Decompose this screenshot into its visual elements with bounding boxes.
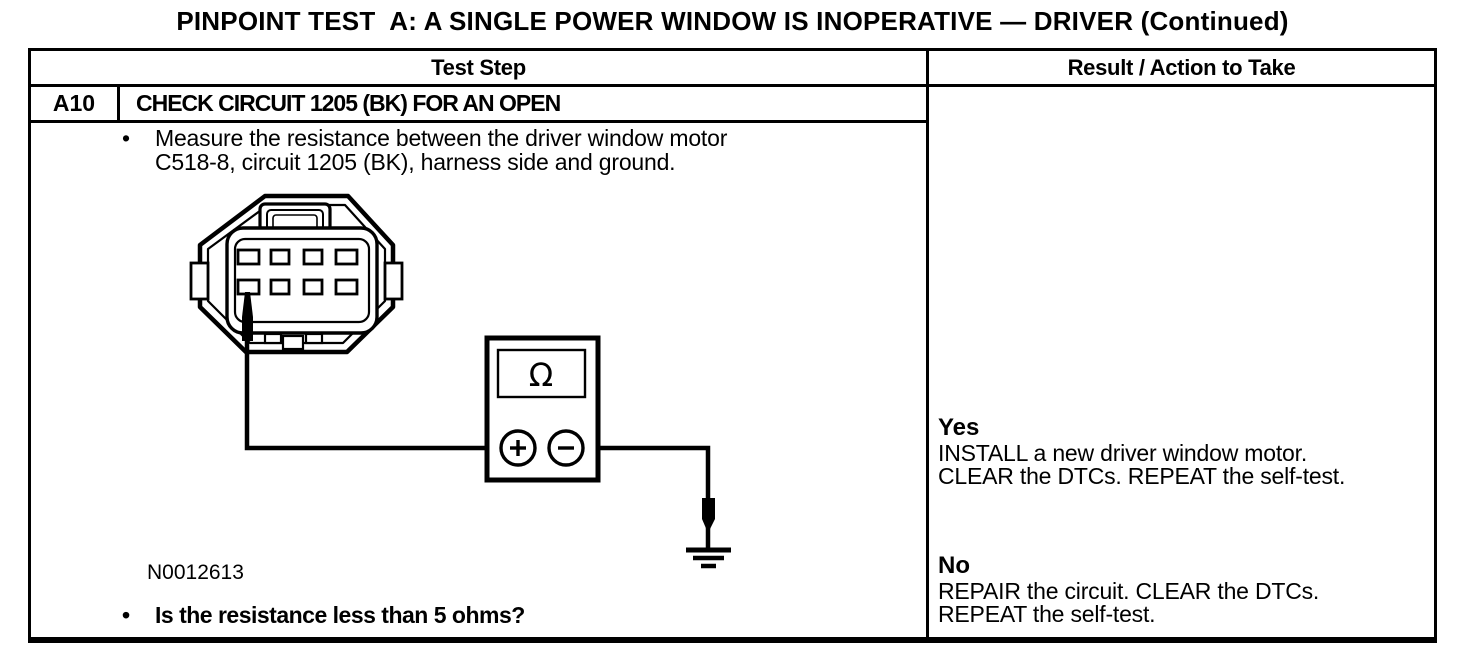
- question-text: Is the resistance less than 5 ohms?: [155, 602, 525, 628]
- step-id-right-rule: [117, 87, 120, 120]
- ohmmeter-icon: Ω: [484, 335, 601, 483]
- no-action-line: REPEAT the self-test.: [938, 601, 1156, 627]
- question-item: • Is the resistance less than 5 ohms?: [122, 603, 822, 627]
- header-bottom-rule: [31, 84, 1434, 87]
- test-probe-icon: [242, 292, 253, 341]
- page-title: PINPOINT TEST A: A SINGLE POWER WINDOW I…: [176, 6, 1289, 36]
- minus-terminal-icon: [547, 429, 585, 467]
- test-step-header: Test Step: [431, 55, 526, 80]
- wiring-diagram: Ω: [189, 193, 731, 569]
- ground-icon: [686, 547, 731, 569]
- no-action-line: REPAIR the circuit. CLEAR the DTCs.: [938, 578, 1320, 604]
- step-heading: CHECK CIRCUIT 1205 (BK) FOR AN OPEN: [136, 90, 561, 116]
- yes-label: Yes: [938, 414, 980, 441]
- connector-pins: [236, 248, 359, 296]
- step-id-cell: A10: [52, 90, 96, 116]
- no-result-block: No REPAIR the circuit. CLEAR the DTCs. R…: [938, 552, 1430, 626]
- plus-terminal-icon: [499, 429, 537, 467]
- ohm-display: Ω: [529, 356, 553, 394]
- instruction-text: Measure the resistance between the drive…: [155, 126, 727, 174]
- no-label: No: [938, 552, 970, 579]
- meter-positive-lead: [244, 336, 521, 451]
- yes-result-block: Yes INSTALL a new driver window motor. C…: [938, 414, 1430, 488]
- column-divider: [926, 51, 929, 637]
- instruction-item: • Measure the resistance between the dri…: [122, 126, 822, 174]
- connector-8-pin-icon: [189, 193, 404, 355]
- instruction-line: Measure the resistance between the drive…: [155, 125, 728, 151]
- bullet-icon: •: [122, 125, 130, 151]
- test-probe-icon: [702, 498, 715, 533]
- connector-keys: [263, 332, 324, 351]
- step-heading-bottom-rule: [31, 120, 926, 123]
- yes-action-line: INSTALL a new driver window motor.: [938, 440, 1308, 466]
- yes-action-line: CLEAR the DTCs. REPEAT the self-test.: [938, 463, 1346, 489]
- result-action-header: Result / Action to Take: [1067, 55, 1296, 80]
- pinpoint-test-table: [28, 48, 1437, 643]
- figure-number: N0012613: [147, 561, 244, 584]
- instruction-line: C518-8, circuit 1205 (BK), harness side …: [155, 149, 676, 175]
- bullet-icon: •: [122, 602, 130, 628]
